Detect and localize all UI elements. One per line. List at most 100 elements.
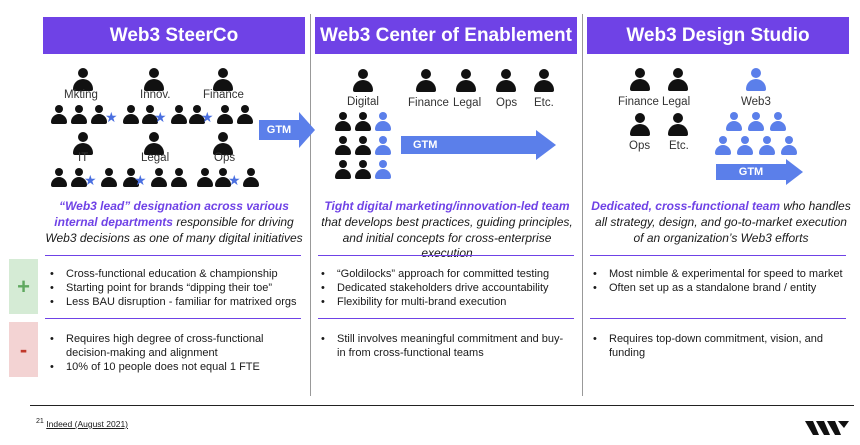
person-icon [122,168,140,188]
group-label: Legal [662,96,691,108]
group-label: Mkting [64,89,98,101]
star-icon: ★ [134,172,147,188]
person-icon [216,105,234,125]
footnote: 21 Indeed (August 2021) [36,417,128,429]
person-icon [352,69,374,93]
gtm-arrow: GTM [259,112,315,148]
footer-rule [30,405,854,406]
steerco-description: “Web3 lead” designation across various i… [45,199,303,246]
steerco-pros-list: Cross-functional education & championshi… [47,267,305,309]
person-icon [100,168,118,188]
list-item: “Goldilocks” approach for committed test… [318,267,576,281]
person-icon [780,136,798,156]
person-icon [170,105,188,125]
person-icon [629,113,651,137]
description-highlight: Tight digital marketing/innovation-led t… [324,199,570,213]
group-label: Etc. [534,97,554,109]
gtm-arrow: GTM [401,130,556,160]
column-divider [582,14,583,396]
steerco-cons-list: Requires high degree of cross-functional… [47,332,292,374]
gtm-arrow-label: GTM [259,120,299,140]
coe-description: Tight digital marketing/innovation-led t… [318,199,576,262]
person-icon [495,69,517,93]
person-icon [758,136,776,156]
list-item: Most nimble & experimental for speed to … [590,267,852,281]
list-item: Often set up as a standalone brand / ent… [590,281,852,295]
arrow-head-icon [536,130,556,160]
person-icon [415,69,437,93]
gtm-arrow-label: GTM [716,164,786,180]
list-item: Requires top-down commitment, vision, an… [590,332,830,360]
person-icon [374,112,392,132]
group-label: Legal [141,152,170,164]
list-item: Flexibility for multi-brand execution [318,295,576,309]
header-design-studio: Web3 Design Studio [587,17,849,54]
person-icon [533,69,555,93]
footnote-source-link[interactable]: Indeed (August 2021) [46,418,129,429]
person-icon [747,112,765,132]
description-text: who handles all strategy, design, and go… [595,199,851,245]
group-label: Innov. [140,89,171,101]
group-label: Ops [496,97,518,109]
list-item: 10% of 10 people does not equal 1 FTE [47,360,292,374]
section-rule [45,318,301,319]
section-rule [45,255,301,256]
person-icon [736,136,754,156]
person-icon [143,68,165,92]
person-icon [196,168,214,188]
list-item: Starting point for brands “dipping their… [47,281,305,295]
description-highlight: Dedicated, cross-functional team [591,199,780,213]
brand-logo [805,421,849,435]
header-center-of-enablement: Web3 Center of Enablement [315,17,577,54]
person-icon [70,168,88,188]
section-rule [318,318,574,319]
person-icon [70,105,88,125]
person-icon [212,68,234,92]
person-icon [354,136,372,156]
person-icon [334,112,352,132]
person-icon [214,168,232,188]
person-icon [334,136,352,156]
list-item: Less BAU disruption - familiar for matri… [47,295,305,309]
pros-sign: + [9,259,38,314]
star-icon: ★ [228,172,241,188]
coe-pros-list: “Goldilocks” approach for committed test… [318,267,576,309]
person-icon [374,136,392,156]
group-label: IT [78,152,89,164]
person-icon [714,136,732,156]
person-icon [629,68,651,92]
person-icon [334,160,352,180]
star-icon: ★ [84,172,97,188]
person-icon [170,168,188,188]
group-label: Ops [629,140,651,152]
group-label: Finance [618,96,659,108]
coe-cons-list: Still involves meaningful commitment and… [318,332,568,360]
person-icon [72,68,94,92]
description-text: that develops best practices, guiding pr… [321,214,573,261]
person-icon [667,68,689,92]
gtm-arrow-label: GTM [401,136,536,154]
person-icon [50,105,68,125]
person-icon [72,132,94,156]
group-label: Finance [408,97,449,109]
person-icon [141,105,159,125]
person-icon [236,105,254,125]
studio-cons-list: Requires top-down commitment, vision, an… [590,332,830,360]
list-item: Dedicated stakeholders drive accountabil… [318,281,576,295]
person-icon [90,105,108,125]
studio-pros-list: Most nimble & experimental for speed to … [590,267,852,295]
cons-sign: - [9,322,38,377]
person-icon [354,160,372,180]
person-icon [212,132,234,156]
person-icon [50,168,68,188]
person-icon [242,168,260,188]
studio-description: Dedicated, cross-functional team who han… [590,199,852,246]
person-icon [354,112,372,132]
section-rule [590,318,846,319]
person-icon [374,160,392,180]
list-item: Cross-functional education & championshi… [47,267,305,281]
arrow-head-icon [299,112,315,148]
person-icon [188,105,206,125]
star-icon: ★ [201,109,214,125]
group-label: Web3 [741,96,771,108]
